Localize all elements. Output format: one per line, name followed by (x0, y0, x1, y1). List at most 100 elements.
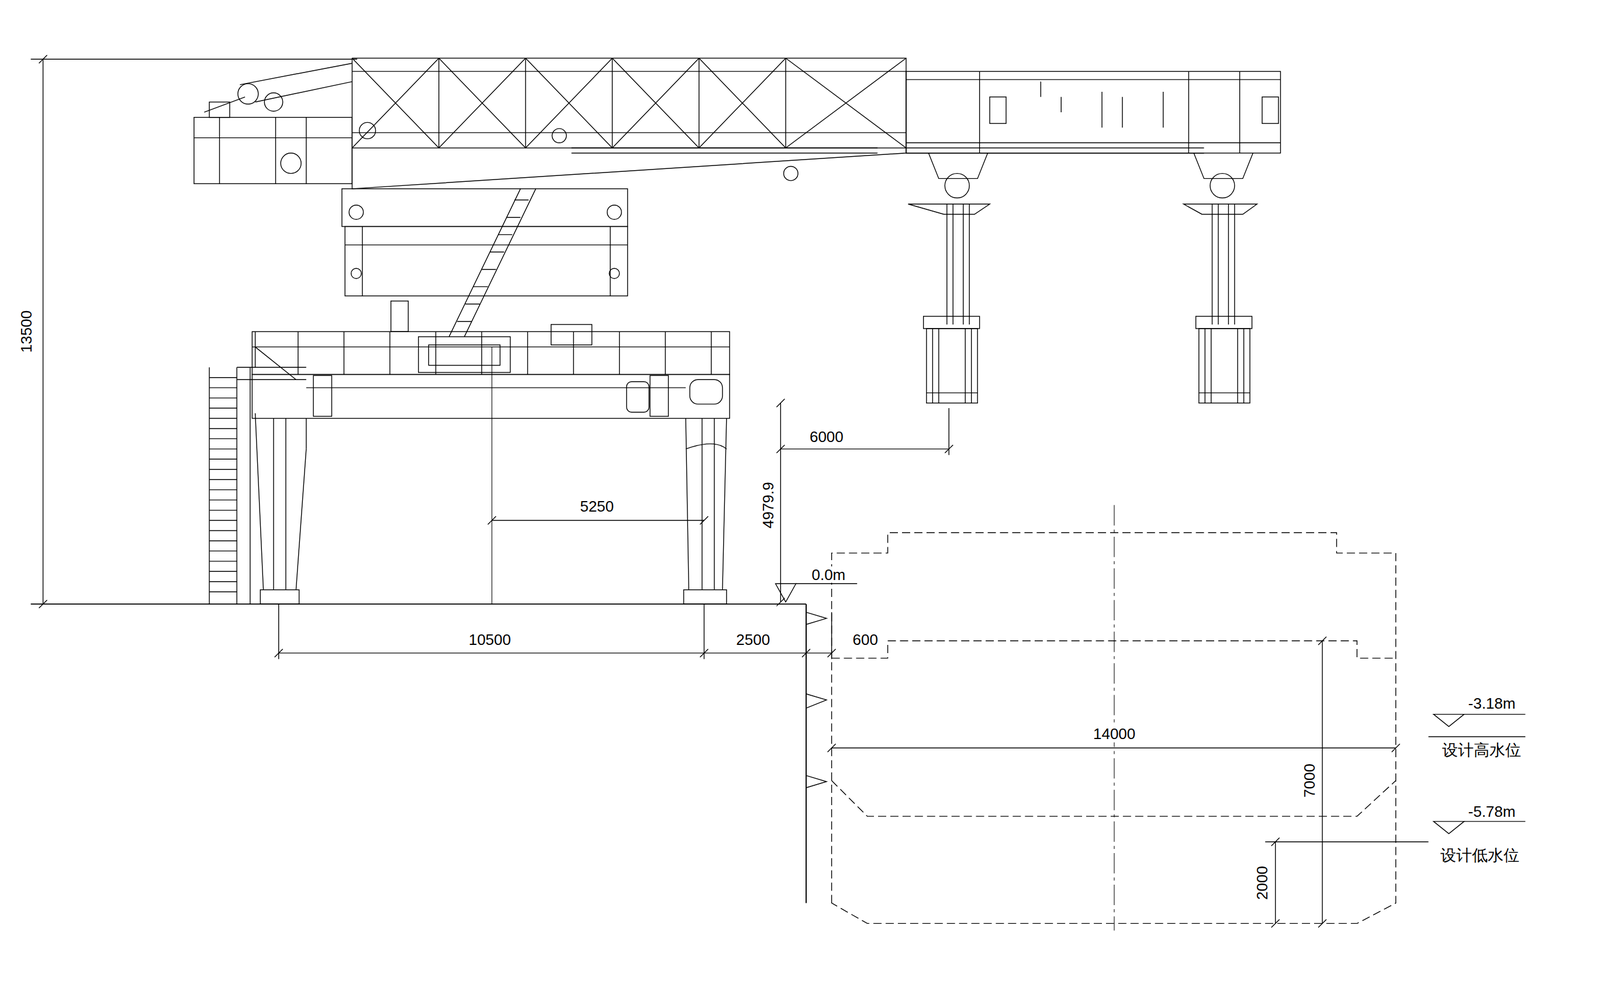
drawing-stroke (209, 377, 237, 592)
dimension-text: 7000 (1300, 761, 1318, 800)
drawing-stroke (827, 743, 1401, 752)
drawing-stroke (928, 153, 988, 179)
drawing-stroke (1464, 820, 1526, 822)
drawing-stroke (831, 640, 1396, 659)
drawing-stroke (209, 367, 251, 604)
drawing-stroke (1428, 735, 1526, 737)
drawing-stroke (251, 346, 730, 348)
drawing-stroke (348, 205, 364, 220)
drawing-stroke (428, 344, 500, 366)
drawing-stroke (351, 57, 907, 148)
drawing-stroke (439, 57, 786, 148)
dimension-text: -3.18m (1466, 694, 1518, 712)
drawing-stroke (1183, 204, 1258, 214)
drawing-stroke (923, 316, 980, 329)
drawing-stroke (1196, 316, 1253, 329)
drawing-stroke (341, 188, 628, 227)
centre-line (1113, 505, 1115, 931)
drawing-stroke (571, 147, 879, 154)
turret (341, 188, 628, 337)
drawing-stroke (775, 583, 797, 602)
drawing-stroke (487, 516, 708, 525)
drawing-stroke (236, 331, 307, 380)
drawing-stroke (989, 97, 1007, 124)
drawing-stroke (491, 519, 704, 521)
drawing-stroke (351, 57, 907, 148)
drawing-stroke (1464, 713, 1526, 715)
drawing-stroke (1113, 505, 1115, 931)
drawing-stroke (351, 147, 907, 189)
drawing-stroke (831, 747, 1396, 749)
drawing-stroke (907, 204, 990, 214)
rear-machinery (194, 63, 352, 184)
barge-hull (831, 532, 1396, 924)
dimension-text: 14000 (1091, 725, 1138, 743)
drawing-stroke (906, 71, 1281, 154)
drawing-stroke (1193, 153, 1253, 179)
telescopic-chute (1183, 153, 1258, 404)
drawing-stroke (251, 374, 730, 418)
drawing-stroke (926, 328, 978, 403)
drawing-stroke (780, 448, 949, 449)
drawing-stroke (30, 59, 358, 60)
drawing-stroke (1198, 328, 1250, 403)
drawing-stroke (1212, 204, 1235, 325)
drawing-stroke (685, 418, 727, 590)
drawing-stroke (274, 648, 836, 658)
dimension-text: 600 (851, 631, 880, 649)
drawing-stroke (683, 589, 727, 604)
elevation-marker (775, 583, 858, 602)
drawing-stroke (194, 117, 352, 184)
dimension-text: 4979.9 (759, 479, 777, 531)
drawing-stroke (551, 128, 566, 143)
drawing-stroke (359, 122, 376, 139)
drawing-stroke (776, 398, 953, 606)
water-level-marker (1428, 714, 1526, 834)
drawing-stroke (194, 117, 352, 184)
drawing-stroke (806, 612, 827, 788)
drawing-stroke (280, 153, 302, 174)
drawing-stroke (491, 346, 493, 604)
drawing-stroke (255, 413, 307, 590)
drawing-stroke (1321, 640, 1323, 924)
drawing-stroke (278, 652, 832, 653)
drawing-stroke (39, 54, 48, 608)
drawing-stroke (607, 205, 622, 220)
drawing-stroke (209, 102, 230, 118)
drawing-stroke (1262, 97, 1279, 124)
dimension-text: -5.78m (1466, 802, 1518, 820)
dimension-line (274, 398, 954, 659)
drawing-stroke (551, 324, 593, 345)
drawing-stroke (260, 589, 299, 604)
drawing-stroke (448, 188, 536, 337)
quay (30, 603, 827, 903)
drawing-stroke (391, 301, 409, 332)
dimension-text: 5250 (578, 497, 616, 515)
drawing-stroke (926, 328, 978, 403)
drawing-stroke (906, 147, 1205, 154)
drawing-stroke (650, 375, 669, 417)
drawing-stroke (1265, 841, 1429, 842)
dimension-text: 13500 (18, 308, 36, 355)
drawing-stroke (351, 71, 907, 133)
boom-truss (351, 57, 907, 189)
drawing-stroke (626, 381, 649, 413)
drawing-stroke (944, 173, 970, 199)
drawing-stroke (796, 583, 858, 584)
drawing-stroke (418, 336, 511, 373)
drawing-stroke (351, 268, 362, 279)
shuttle-arm (906, 71, 1281, 154)
drawing-stroke (948, 408, 950, 455)
drawing-stroke (237, 83, 259, 105)
drawing-stroke (42, 59, 44, 604)
drawing-stroke (298, 331, 712, 375)
drawing-stroke (264, 92, 283, 112)
drawing-stroke (1274, 841, 1276, 924)
drawing-stroke (251, 331, 730, 375)
drawing-stroke (906, 71, 1281, 154)
drawing-stroke (1433, 821, 1464, 834)
ladder (209, 331, 307, 604)
dimension-text: 0.0m (809, 565, 848, 583)
water-level-note: 设计高水位 (1440, 741, 1523, 759)
